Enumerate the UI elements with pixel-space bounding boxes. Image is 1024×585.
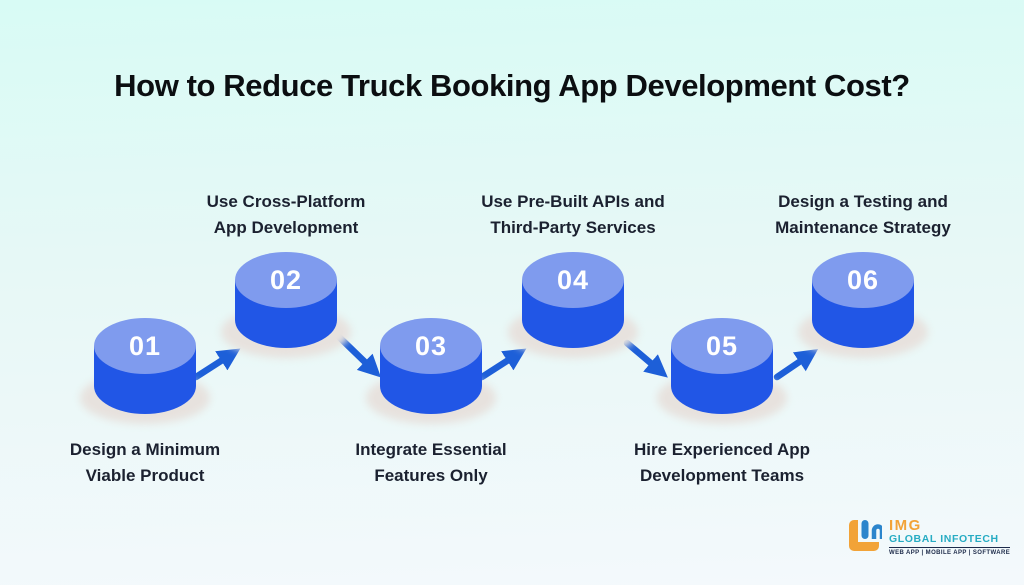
arrow-3-to-4: [478, 348, 527, 381]
logo-subtitle: GLOBAL INFOTECH: [889, 533, 999, 545]
cylinder-top: 06: [812, 252, 914, 308]
step-2: 02 Use Cross-Platform App Development: [166, 0, 406, 585]
step-number: 04: [556, 264, 590, 295]
step-3-label: Integrate Essential Features Only: [355, 440, 507, 485]
cylinder-top: 01: [94, 318, 196, 374]
page-title: How to Reduce Truck Booking App Developm…: [114, 68, 910, 103]
arrow-4-to-5: [623, 339, 668, 378]
arrow-5-to-6: [773, 349, 819, 381]
company-logo-icon: [849, 520, 882, 551]
step-5-label: Hire Experienced App Development Teams: [633, 440, 811, 485]
step-1: 01 Design a Minimum Viable Product: [25, 0, 265, 585]
step-4-label: Use Pre-Built APIs and Third-Party Servi…: [481, 192, 665, 237]
step-6-label: Design a Testing and Maintenance Strateg…: [775, 192, 951, 237]
step-2-label: Use Cross-Platform App Development: [206, 192, 366, 237]
step-6-cylinder: 06: [798, 252, 928, 358]
company-logo-text: IMG GLOBAL INFOTECH WEB APP | MOBILE APP…: [889, 517, 1011, 558]
step-2-cylinder: 02: [221, 252, 351, 358]
step-6: 06 Design a Testing and Maintenance Stra…: [743, 0, 983, 585]
step-number: 05: [705, 330, 739, 361]
step-5-cylinder: 05: [657, 318, 787, 424]
step-4-cylinder: 04: [508, 252, 638, 358]
logo-tagline: WEB APP | MOBILE APP | SOFTWARE: [889, 547, 1011, 558]
logo-name: IMG: [889, 517, 922, 534]
arrow-1-to-2: [192, 348, 241, 381]
cylinder-top: 05: [671, 318, 773, 374]
company-logo: IMG GLOBAL INFOTECH WEB APP | MOBILE APP…: [846, 517, 1011, 558]
step-number: 06: [846, 264, 880, 295]
step-number: 02: [269, 264, 303, 295]
step-3-cylinder: 03: [366, 318, 496, 424]
step-1-cylinder: 01: [80, 318, 210, 424]
step-number: 01: [128, 330, 162, 361]
step-number: 03: [414, 330, 448, 361]
step-4: 04 Use Pre-Built APIs and Third-Party Se…: [453, 0, 693, 585]
step-1-label: Design a Minimum Viable Product: [69, 440, 221, 485]
step-3: 03 Integrate Essential Features Only: [311, 0, 551, 585]
cylinder-top: 04: [522, 252, 624, 308]
step-5: 05 Hire Experienced App Development Team…: [602, 0, 842, 585]
cylinder-top: 02: [235, 252, 337, 308]
cylinder-top: 03: [380, 318, 482, 374]
